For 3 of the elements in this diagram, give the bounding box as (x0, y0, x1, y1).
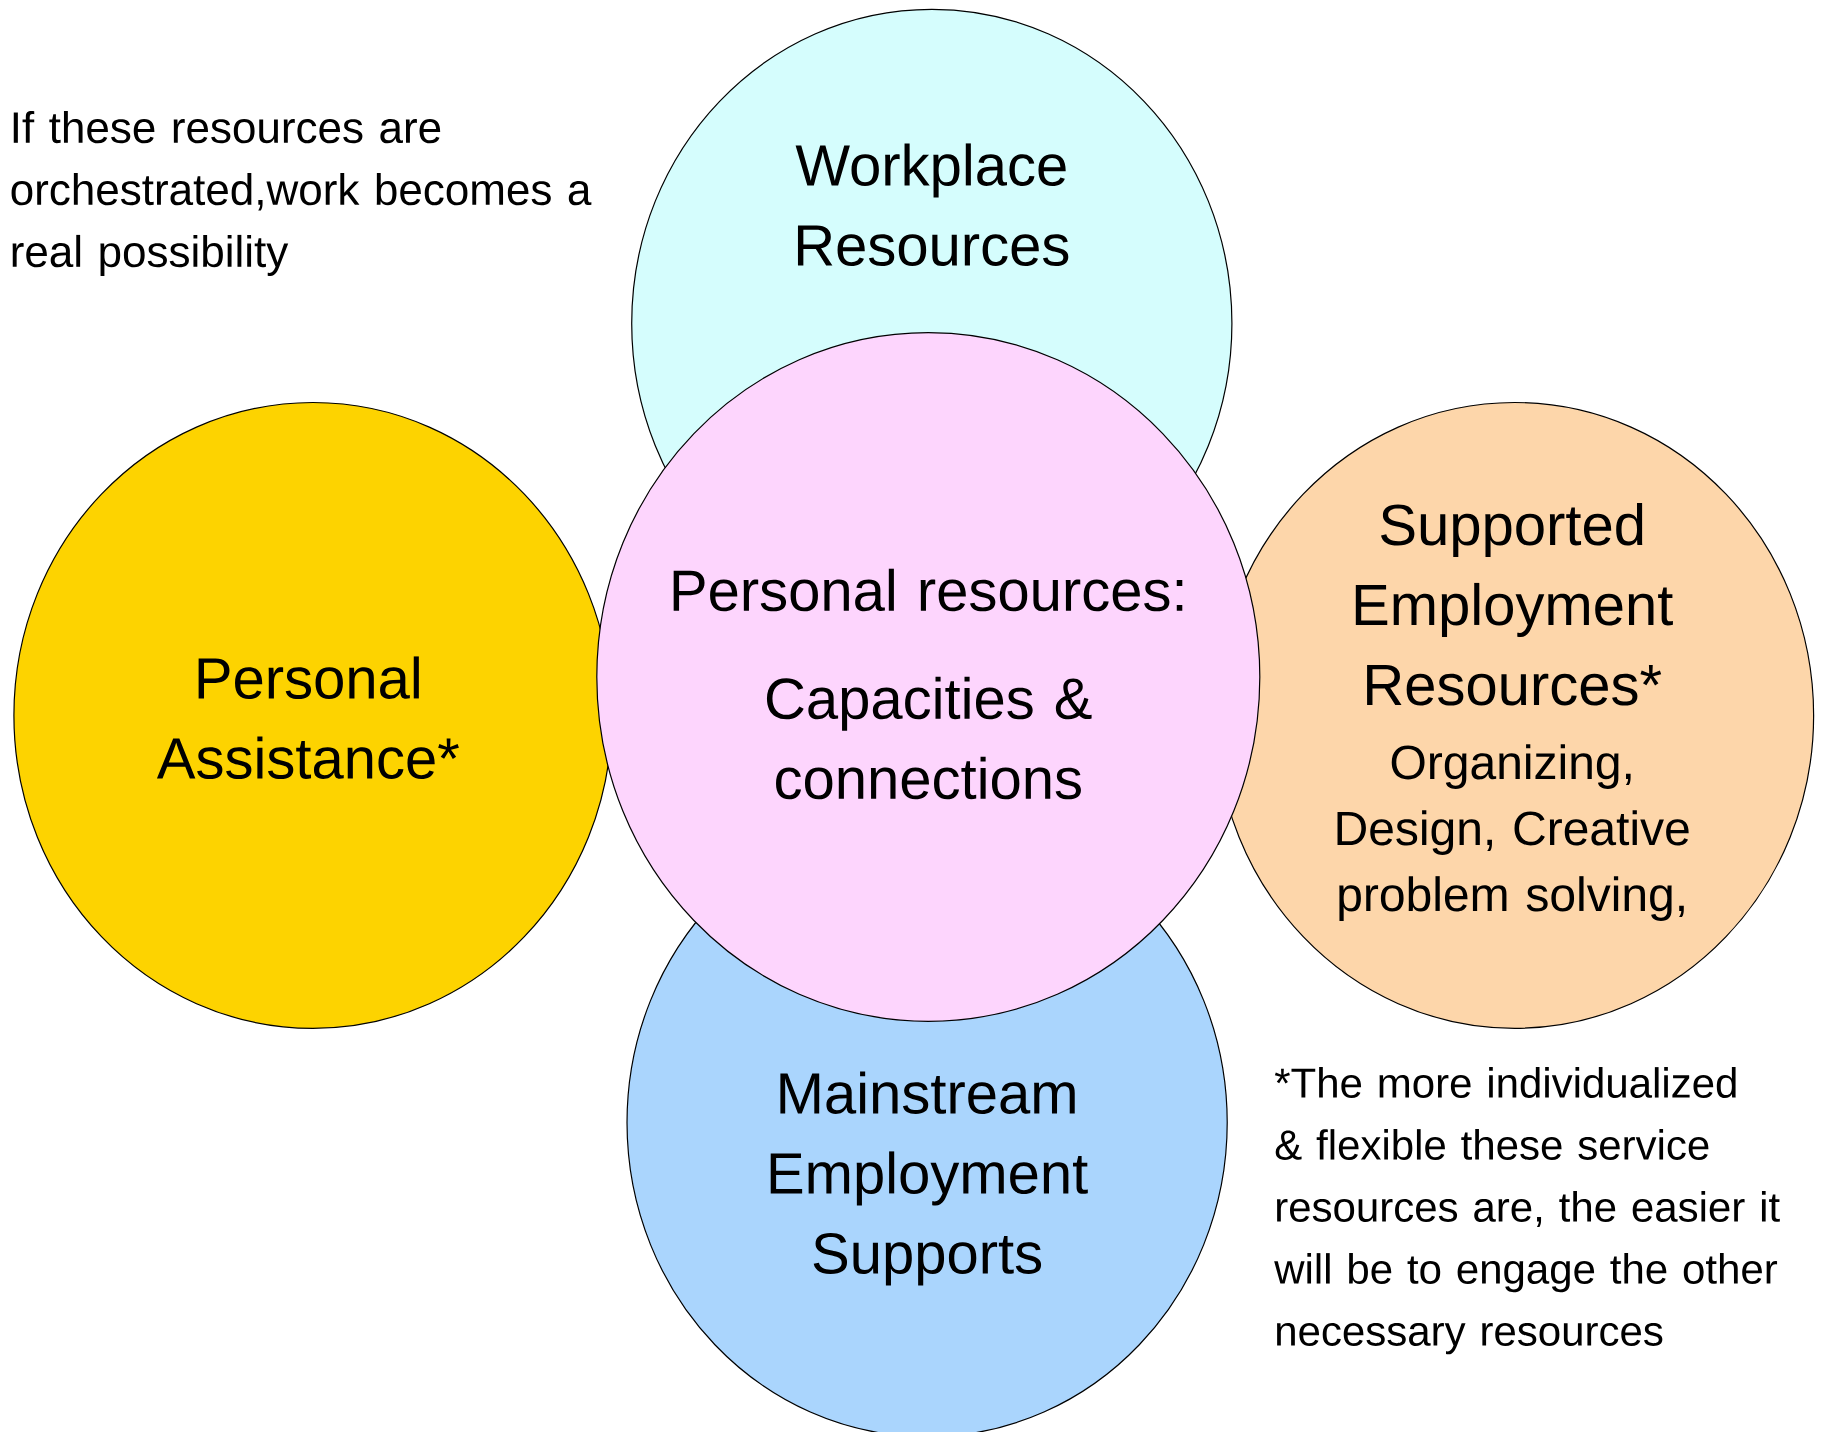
note-text: *The more individualized & flexible these service resources are, the easier it will be to engage the other necessary resources (1274, 1067, 1780, 1355)
circle-label: Workplace Resources (795, 143, 1069, 266)
note-text: If these resources are orchestrated,work becomes a real possibility (11, 110, 592, 276)
